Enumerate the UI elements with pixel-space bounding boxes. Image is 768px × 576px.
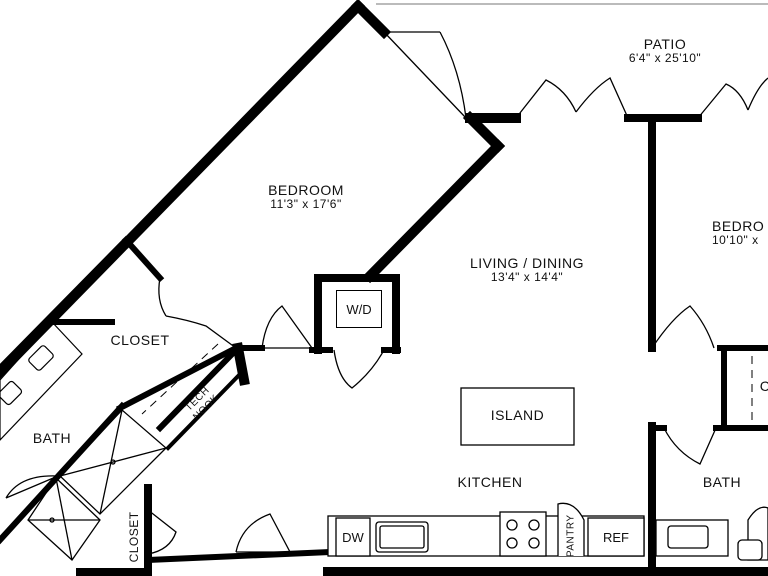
sink-right	[667, 525, 709, 549]
closet-small-label: CLOSET	[127, 511, 142, 563]
bath-left-label: BATH	[32, 430, 72, 446]
living-dining-name: LIVING / DINING	[469, 255, 585, 271]
wall-tech-nook	[155, 345, 241, 433]
refrigerator-label: REF	[603, 529, 629, 545]
island-label: ISLAND	[490, 407, 545, 423]
wall-bottom-left	[144, 548, 334, 564]
bath-right-label: BATH	[702, 474, 742, 490]
pantry-outline	[557, 502, 585, 556]
wall-wd-enclosure	[314, 274, 400, 354]
vanity-counter	[0, 321, 83, 441]
vanity-left	[0, 321, 83, 441]
toilet-tank	[737, 539, 763, 561]
wall-closet-lower	[115, 343, 241, 413]
door-bedroom-to-living	[261, 305, 313, 349]
wall-bath-lower-diagonal	[0, 401, 127, 545]
wall-bedroom-inner-diagonal	[362, 138, 506, 284]
kitchen-label: KITCHEN	[457, 474, 523, 490]
bedroom-right-label: BEDRO 10'10" x	[712, 218, 768, 248]
island-counter	[460, 387, 575, 446]
bedroom-left-label: BEDROOM 11'3" x 17'6"	[246, 182, 366, 212]
patio-dims: 6'4" x 25'10"	[628, 51, 702, 66]
burner-2	[528, 519, 540, 531]
wall-bedroom-top	[350, 0, 392, 40]
right-bath-fixtures	[655, 506, 768, 561]
door-bath	[5, 475, 59, 499]
sink-left-2	[0, 380, 23, 406]
living-dining-label: LIVING / DINING 13'4" x 14'4"	[452, 255, 602, 285]
closet-rod-2	[141, 343, 219, 415]
door-right-bath	[663, 427, 717, 465]
door-small-closet	[147, 509, 177, 555]
shower-diagonal-2	[59, 447, 167, 477]
kitchen-counter	[327, 502, 645, 557]
living-dining-dims: 13'4" x 14'4"	[490, 270, 564, 285]
wall-closet-diagonal	[0, 235, 131, 373]
wall-closet-right-vertical	[232, 342, 250, 386]
patio-name: PATIO	[643, 36, 687, 52]
patio-label: PATIO 6'4" x 25'10"	[606, 36, 724, 66]
sink-basin-inner	[379, 525, 425, 549]
bedroom-left-name: BEDROOM	[268, 182, 344, 198]
right-closet-fragment-label: C	[759, 378, 768, 394]
tub-drain	[49, 517, 55, 523]
door-closet	[158, 277, 237, 349]
washer-dryer-label: W/D	[336, 290, 382, 328]
bedroom-left-dims: 11'3" x 17'6"	[270, 197, 342, 212]
closet-main-label: CLOSET	[110, 332, 170, 348]
shower	[27, 409, 167, 561]
dishwasher-box	[335, 517, 371, 557]
refrigerator-box	[587, 517, 645, 557]
range	[499, 511, 547, 557]
doors	[5, 31, 768, 555]
burner-4	[528, 537, 540, 549]
door-patio-left	[515, 77, 629, 119]
door-bedroom-entry	[383, 31, 467, 119]
door-patio-right	[697, 77, 768, 119]
door-wd	[333, 349, 385, 389]
burner-3	[506, 537, 518, 549]
tub-diagonal-1	[55, 477, 73, 561]
wall-tech-nook-2	[165, 367, 247, 451]
door-right-bedroom	[651, 305, 715, 349]
dishwasher-label: DW	[342, 529, 364, 545]
sink-left-1	[28, 345, 54, 371]
pantry-label: PANTRY	[565, 514, 577, 558]
burner-1	[506, 519, 518, 531]
closet-rods	[65, 245, 753, 420]
closet-rod-1	[65, 245, 127, 309]
bedroom-right-name: BEDRO	[712, 218, 765, 234]
shower-drain	[110, 459, 116, 465]
door-entry	[235, 513, 292, 553]
bedroom-right-dims: 10'10" x	[712, 233, 759, 248]
wall-closet-right	[121, 235, 165, 283]
